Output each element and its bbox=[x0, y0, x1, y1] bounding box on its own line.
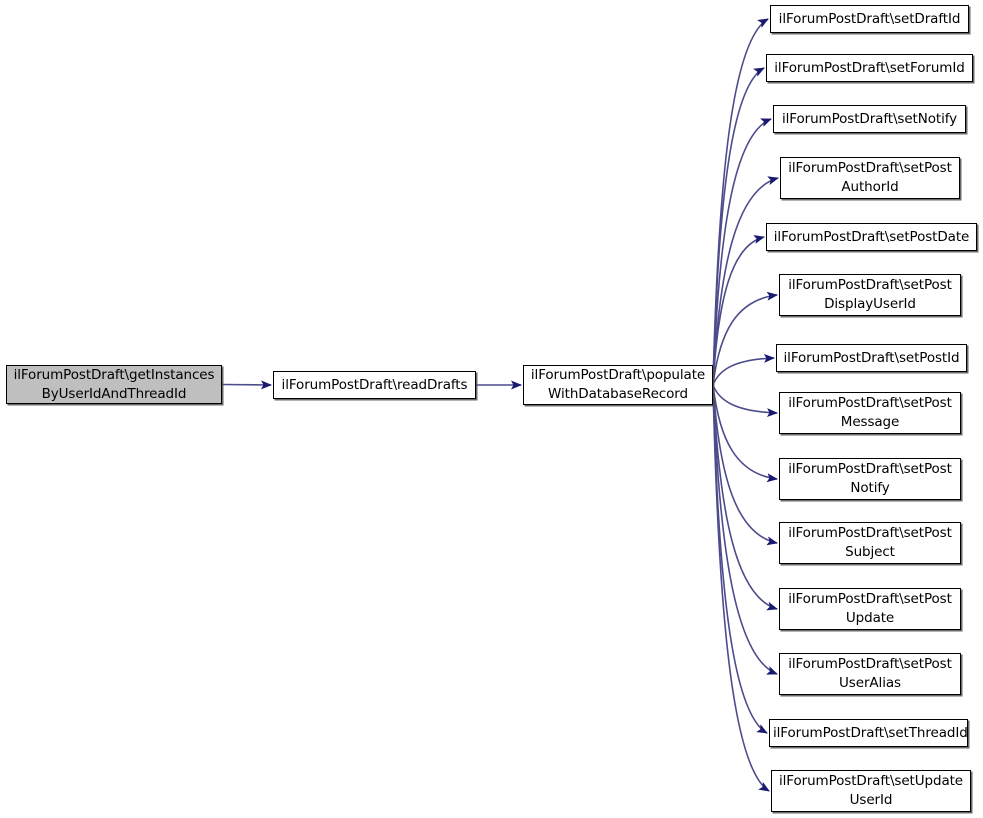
edge-n2-to-n3 bbox=[712, 18, 769, 386]
edge-n2-to-n5 bbox=[712, 118, 772, 386]
graph-node-label: ilForumPostDraft\setPost Update bbox=[788, 591, 952, 626]
graph-node-label: ilForumPostDraft\setPost Message bbox=[788, 395, 952, 430]
edge-n2-to-n10 bbox=[712, 384, 778, 418]
graph-node-label: ilForumPostDraft\populate WithDatabaseRe… bbox=[530, 367, 706, 402]
graph-node-label: ilForumPostDraft\setForumId bbox=[774, 59, 965, 76]
graph-node-label: ilForumPostDraft\setPost Subject bbox=[788, 525, 952, 560]
graph-node-n1[interactable]: ilForumPostDraft\readDrafts bbox=[273, 371, 476, 399]
graph-node-label: ilForumPostDraft\setPost UserAlias bbox=[788, 656, 952, 691]
edge-n2-to-n14 bbox=[712, 384, 778, 675]
edge-n2-to-n4 bbox=[712, 67, 765, 386]
edge-n2-to-n8 bbox=[712, 291, 778, 386]
graph-node-label: ilForumPostDraft\setPostDate bbox=[773, 228, 970, 245]
graph-node-n12[interactable]: ilForumPostDraft\setPost Subject bbox=[779, 522, 961, 564]
graph-node-n2[interactable]: ilForumPostDraft\populate WithDatabaseRe… bbox=[523, 365, 713, 405]
graph-node-n5[interactable]: ilForumPostDraft\setNotify bbox=[773, 105, 966, 133]
graph-node-n15[interactable]: ilForumPostDraft\setThreadId bbox=[769, 719, 968, 747]
graph-node-n4[interactable]: ilForumPostDraft\setForumId bbox=[766, 54, 973, 82]
graph-node-n7[interactable]: ilForumPostDraft\setPostDate bbox=[766, 223, 977, 251]
edge-n2-to-n15 bbox=[712, 384, 768, 734]
graph-node-n16[interactable]: ilForumPostDraft\setUpdate UserId bbox=[771, 770, 971, 812]
graph-node-n0[interactable]: ilForumPostDraft\getInstances ByUserIdAn… bbox=[6, 365, 222, 404]
graph-node-label: ilForumPostDraft\setPost DisplayUserId bbox=[788, 277, 952, 312]
graph-node-label: ilForumPostDraft\getInstances ByUserIdAn… bbox=[13, 366, 215, 402]
graph-node-n6[interactable]: ilForumPostDraft\setPost AuthorId bbox=[780, 157, 960, 199]
graph-node-label: ilForumPostDraft\setThreadId bbox=[773, 724, 968, 741]
graph-node-n13[interactable]: ilForumPostDraft\setPost Update bbox=[779, 588, 961, 630]
edge-n2-to-n9 bbox=[712, 353, 775, 386]
graph-node-n10[interactable]: ilForumPostDraft\setPost Message bbox=[779, 392, 961, 434]
graph-node-label: ilForumPostDraft\setPost Notify bbox=[788, 461, 952, 496]
graph-node-n3[interactable]: ilForumPostDraft\setDraftId bbox=[770, 5, 969, 33]
graph-node-n9[interactable]: ilForumPostDraft\setPostId bbox=[776, 344, 967, 372]
graph-node-label: ilForumPostDraft\setNotify bbox=[781, 110, 958, 127]
edge-n2-to-n6 bbox=[712, 176, 779, 386]
graph-node-n11[interactable]: ilForumPostDraft\setPost Notify bbox=[779, 458, 961, 500]
edge-n2-to-n11 bbox=[712, 384, 778, 483]
edge-n0-to-n1 bbox=[221, 380, 272, 390]
edge-n2-to-n16 bbox=[712, 384, 770, 792]
graph-node-n14[interactable]: ilForumPostDraft\setPost UserAlias bbox=[779, 653, 961, 695]
graph-node-label: ilForumPostDraft\readDrafts bbox=[281, 376, 468, 393]
graph-node-n8[interactable]: ilForumPostDraft\setPost DisplayUserId bbox=[779, 274, 961, 316]
edge-n2-to-n7 bbox=[712, 235, 765, 386]
edge-n2-to-n12 bbox=[712, 384, 778, 546]
graph-node-label: ilForumPostDraft\setPostId bbox=[783, 349, 960, 366]
edge-n2-to-n13 bbox=[712, 384, 778, 611]
graph-node-label: ilForumPostDraft\setDraftId bbox=[778, 10, 961, 27]
graph-node-label: ilForumPostDraft\setUpdate UserId bbox=[778, 773, 964, 808]
graph-node-label: ilForumPostDraft\setPost AuthorId bbox=[788, 160, 952, 195]
